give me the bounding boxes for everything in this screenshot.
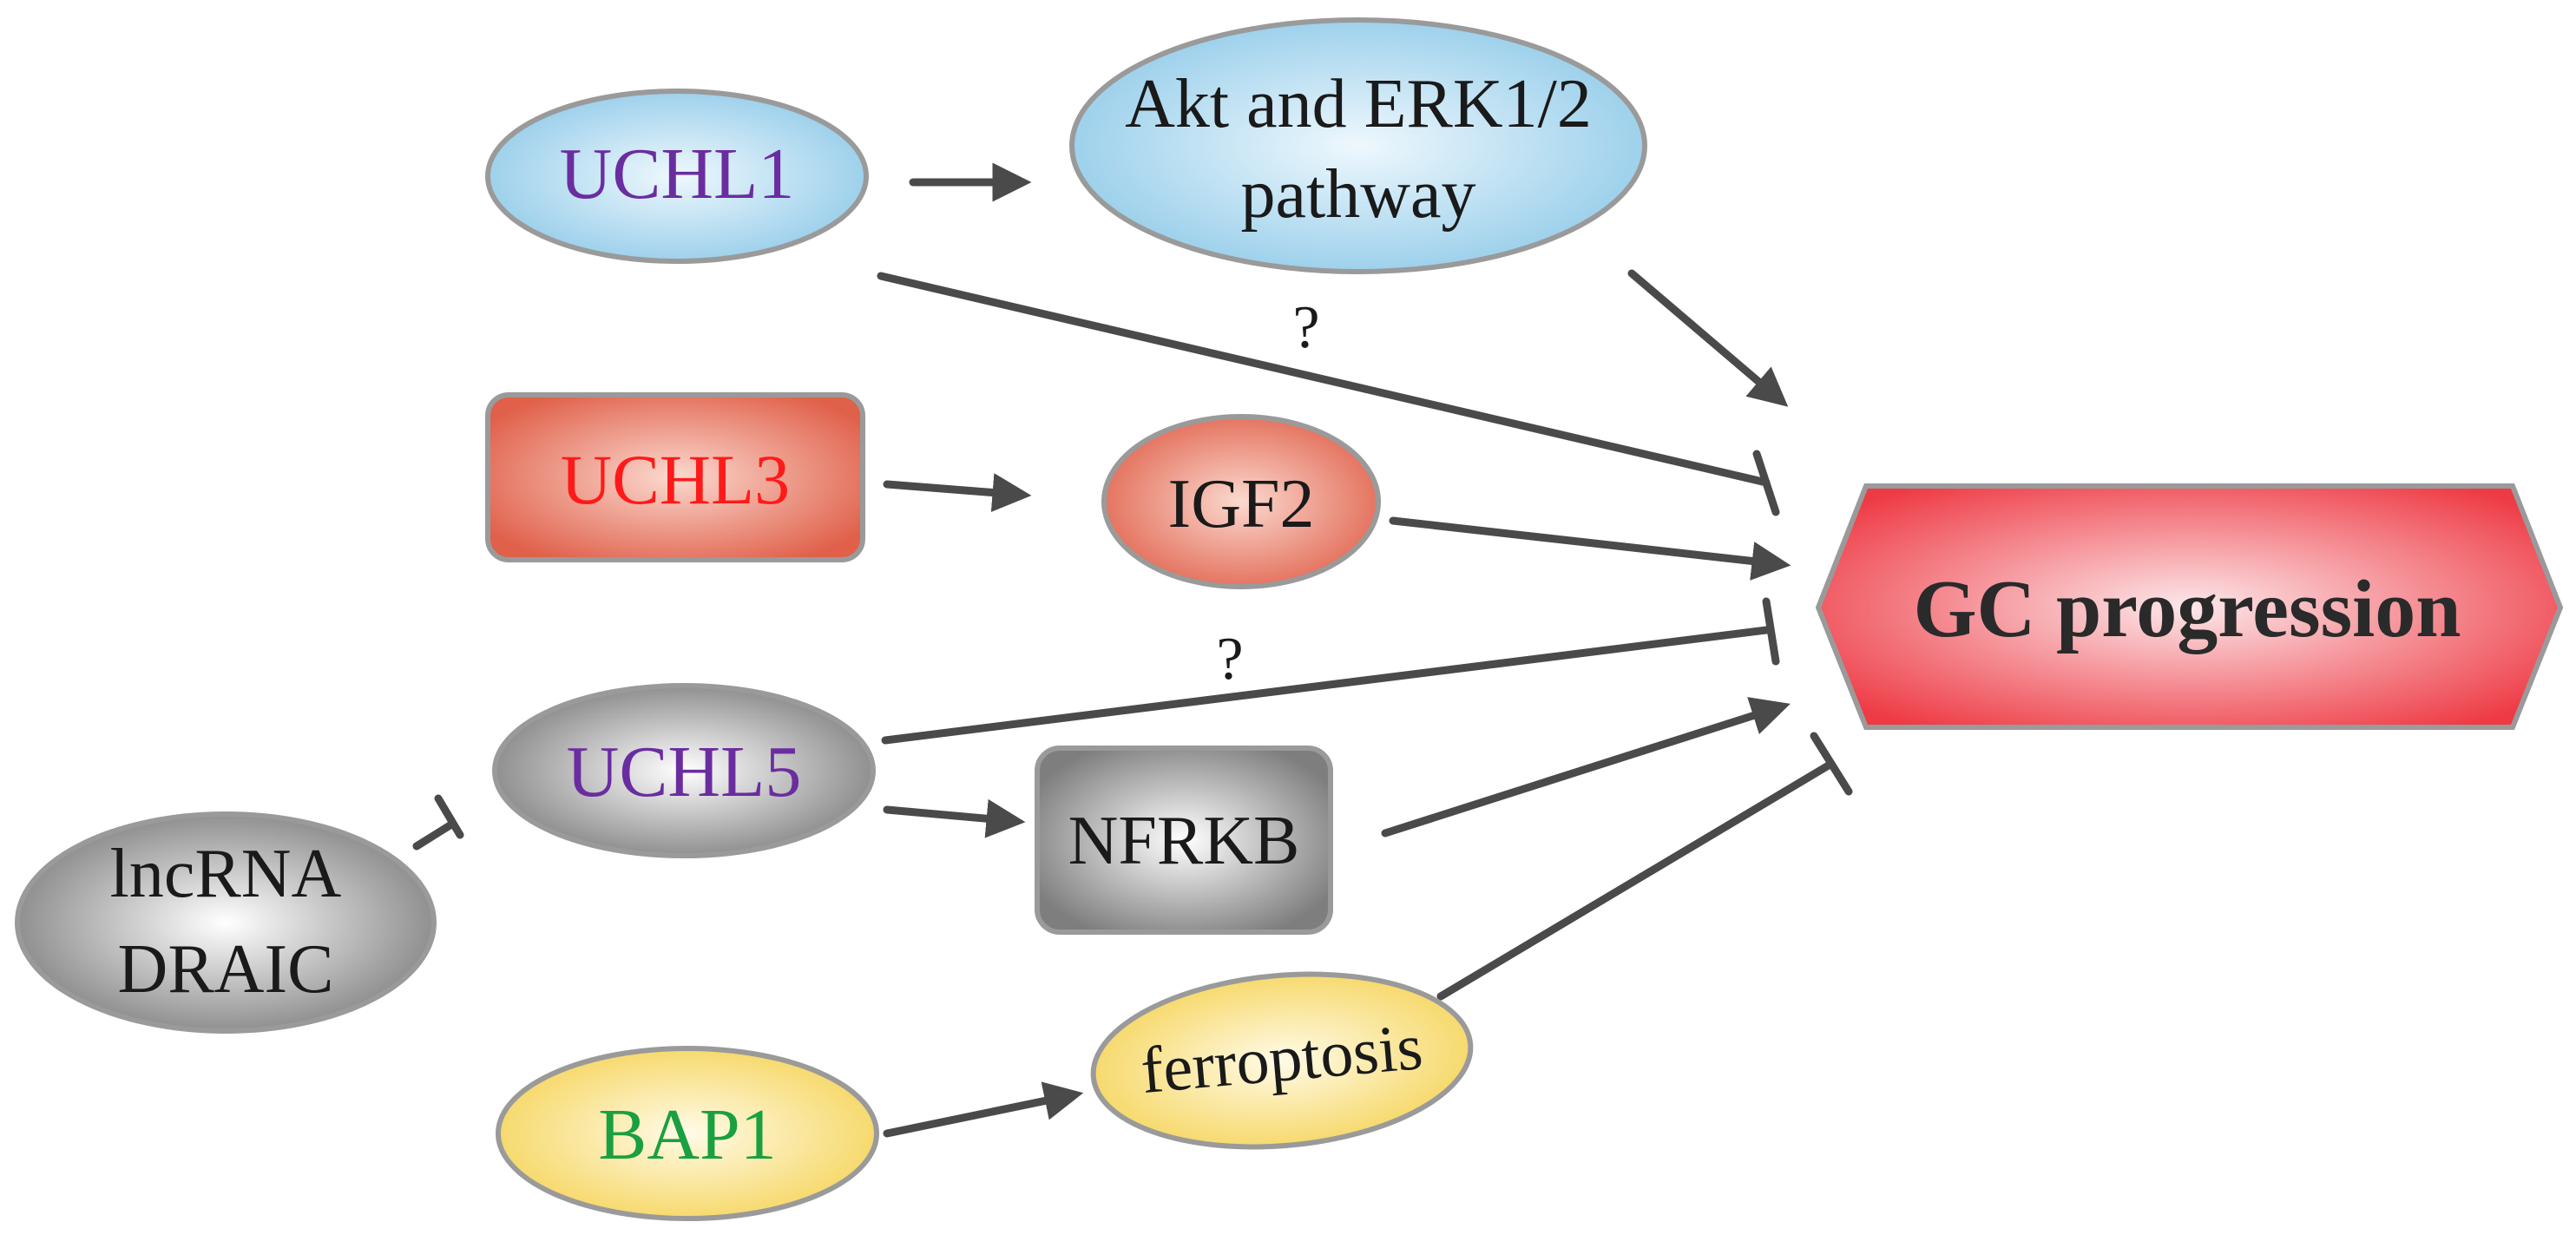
- edge-ferroptosis-inhibits-gc: [1436, 759, 1836, 1001]
- node-lncrna-draic: lncRNA DRAIC: [15, 811, 437, 1034]
- node-uchl3: UCHL3: [485, 392, 865, 562]
- node-lncrna-line2: DRAIC: [118, 931, 334, 1008]
- node-uchl3-label: UCHL3: [561, 440, 790, 519]
- edge-lncrna-inhibits-uchl5-bar: [434, 794, 464, 839]
- node-uchl5-label: UCHL5: [567, 732, 802, 812]
- node-bap1: BAP1: [496, 1046, 879, 1221]
- node-akt-line1: Akt and ERK1/2: [1125, 66, 1592, 142]
- edges: [412, 162, 1853, 1138]
- edge-uchl5-inhibits-gc: [881, 626, 1771, 745]
- edge-nfrkb-to-gc: [1381, 697, 1791, 838]
- node-igf2: IGF2: [1101, 414, 1381, 589]
- node-akt-erk-pathway: Akt and ERK1/2 pathway: [1069, 17, 1647, 274]
- edge-uchl3-to-igf2: [883, 473, 1032, 512]
- edge-uchl1-inhibits-gc-bar: [1752, 450, 1780, 516]
- node-uchl1: UCHL1: [485, 89, 869, 264]
- question-mark-uchl1: ?: [1292, 294, 1319, 361]
- edge-uchl1-inhibits-gc: [877, 272, 1771, 487]
- edge-ferroptosis-inhibits-gc-bar: [1810, 732, 1853, 796]
- node-igf2-label: IGF2: [1168, 466, 1315, 542]
- edge-igf2-to-gc: [1389, 516, 1791, 581]
- node-gc-label: GC progression: [1913, 564, 2461, 654]
- question-mark-uchl5: ?: [1216, 626, 1243, 693]
- node-ferroptosis: ferroptosis: [1090, 971, 1474, 1150]
- node-lncrna-line1: lncRNA: [110, 836, 342, 912]
- node-uchl5: UCHL5: [492, 683, 876, 858]
- edge-uchl5-to-nfrkb: [883, 798, 1026, 838]
- edge-uchl5-inhibits-gc-bar: [1762, 597, 1780, 666]
- node-bap1-label: BAP1: [598, 1094, 776, 1175]
- edge-akt-to-gc: [1627, 269, 1789, 407]
- edge-bap1-to-ferroptosis: [883, 1081, 1084, 1138]
- node-akt-line2: pathway: [1240, 156, 1475, 233]
- node-gc-progression: GC progression: [1815, 483, 2564, 730]
- edge-lncrna-inhibits-uchl5: [412, 820, 456, 851]
- node-nfrkb: NFRKB: [1035, 746, 1333, 935]
- node-nfrkb-label: NFRKB: [1068, 803, 1300, 879]
- node-uchl1-label: UCHL1: [560, 134, 795, 214]
